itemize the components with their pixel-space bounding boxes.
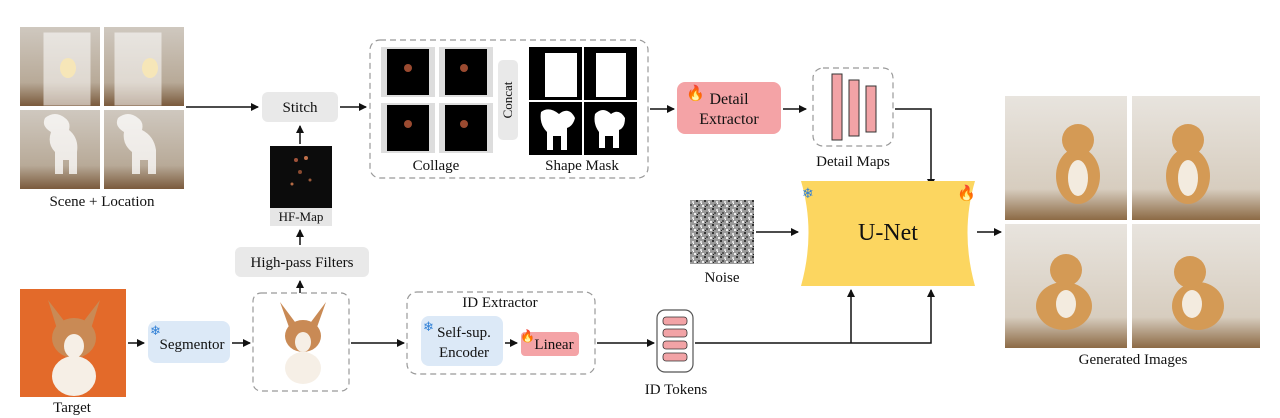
fire-icon: 🔥 (686, 84, 705, 102)
arrow (695, 289, 935, 344)
fire-icon: 🔥 (957, 184, 976, 202)
id-token (662, 316, 688, 326)
segmented-target-group (252, 292, 350, 392)
concat-label: Concat (500, 81, 515, 118)
detail-map-bar (865, 85, 877, 133)
generated-images-label: Generated Images (1079, 352, 1188, 368)
snowflake-icon: ❄ (802, 187, 814, 202)
arrow (895, 108, 935, 187)
segmentor-box (148, 321, 230, 363)
detail-maps-label: Detail Maps (816, 154, 890, 170)
scene-image (20, 110, 100, 189)
unet-block (801, 181, 975, 286)
scene-image (20, 27, 100, 106)
segmented-target-image (280, 302, 326, 384)
generated-images (1005, 96, 1260, 348)
target-image (20, 289, 126, 397)
stitch-label: Stitch (282, 100, 318, 116)
scene-image (104, 27, 184, 106)
target-label: Target (53, 400, 92, 416)
detail-extractor-label: Detail (709, 91, 749, 108)
fire-icon: 🔥 (520, 329, 535, 343)
linear-box (521, 332, 579, 356)
detail-map-bar (831, 73, 843, 141)
id-token (662, 328, 688, 338)
noise-label: Noise (705, 270, 740, 286)
collage-label: Collage (413, 158, 460, 174)
hf-map-caption-box (270, 208, 332, 226)
shape-mask-label: Shape Mask (545, 158, 619, 174)
collage-images (381, 47, 493, 153)
scene-location-images (20, 27, 184, 189)
concat-box (498, 60, 518, 140)
detail-extractor-label: Extractor (699, 111, 759, 128)
scene-image (104, 110, 184, 189)
encoder-box (421, 316, 503, 366)
id-extractor-label: ID Extractor (462, 295, 537, 311)
high-pass-filters-box (235, 247, 369, 277)
encoder-label: Self-sup. (437, 325, 491, 341)
id-token (662, 340, 688, 350)
detail-maps-group (812, 67, 894, 147)
encoder-label: Encoder (439, 345, 489, 361)
stitch-box (262, 92, 338, 122)
unet-label: U-Net (858, 220, 918, 246)
linear-label: Linear (534, 337, 573, 353)
noise-image (690, 200, 754, 264)
collage-mask-group (369, 39, 649, 179)
snowflake-icon: ❄ (423, 319, 434, 334)
id-extractor-group (406, 291, 596, 375)
snowflake-icon: ❄ (150, 323, 161, 338)
id-token (662, 352, 688, 362)
high-pass-filters-label: High-pass Filters (251, 255, 354, 271)
scene-location-label: Scene + Location (49, 194, 155, 210)
segmentor-label: Segmentor (160, 337, 225, 353)
hf-map-image (270, 146, 332, 208)
hf-map-label: HF-Map (279, 209, 324, 224)
id-tokens-label: ID Tokens (645, 382, 708, 398)
detail-extractor-box (677, 82, 781, 134)
detail-map-bar (848, 79, 860, 137)
shape-mask-images (529, 47, 637, 155)
